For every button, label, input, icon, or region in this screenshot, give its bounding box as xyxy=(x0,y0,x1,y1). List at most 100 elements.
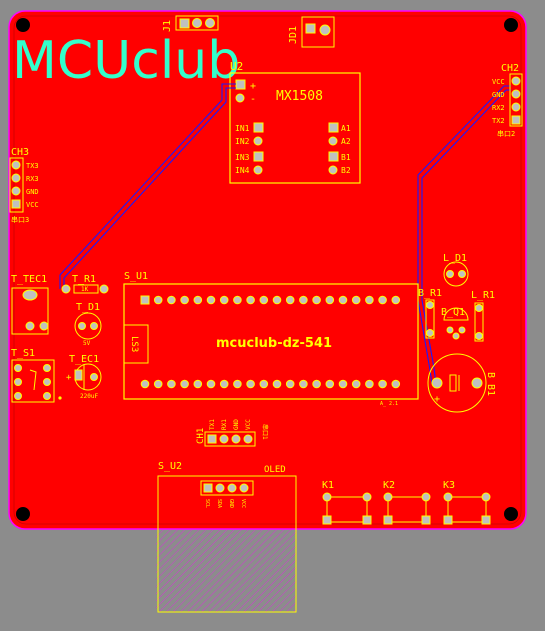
jd1-label: JD1 xyxy=(288,26,299,44)
l-r1-label: L_R1 xyxy=(471,290,495,301)
s-u1-pin xyxy=(312,379,321,389)
ch3-pin-tx3: TX3 xyxy=(26,162,39,170)
s-u1-pin xyxy=(391,379,401,389)
u2-pin-b2: B2 xyxy=(341,166,351,175)
s-u1-pin xyxy=(351,295,361,305)
t-r1-label: T_R1 xyxy=(72,274,96,285)
ch3-pin-rx3: RX3 xyxy=(26,175,39,183)
u2-motor-driver: U2 + - MX1508 IN1 IN2 IN3 IN4 A1 A2 B1 B… xyxy=(229,60,361,184)
t-s1-switch: T_S1 xyxy=(11,348,62,403)
s-u1-pin xyxy=(246,295,255,305)
s-u2-pin-scl: SCL xyxy=(204,499,210,508)
s-u2-module: OLED xyxy=(264,465,286,475)
s-u1-pin xyxy=(259,379,269,389)
ch1-header: CH1 TX1 RX1 GND VCC 串口1 xyxy=(196,419,269,447)
s-u1-pin xyxy=(378,295,387,305)
s-u1-pin xyxy=(167,295,176,305)
t-r1-value: 1K xyxy=(81,286,89,293)
s-u1-pin xyxy=(325,379,335,389)
s-u1-pin xyxy=(259,295,269,305)
mounting-holes xyxy=(16,18,518,521)
s-u1-pin xyxy=(338,379,348,389)
k2-button: K2 xyxy=(383,480,431,525)
s-u1-pin xyxy=(153,379,163,389)
b-b1-plus: + xyxy=(434,394,440,405)
s-u1-pin xyxy=(219,379,229,389)
s-u1-pin xyxy=(299,379,308,389)
s-u1-pin xyxy=(378,379,387,389)
s-u1-pin xyxy=(233,379,242,389)
u2-pin-in2: IN2 xyxy=(235,137,250,146)
t-ec1-value: 220uF xyxy=(80,393,98,400)
b-b1-buzzer: + B_B1 xyxy=(427,353,496,413)
u2-pin-in1: IN1 xyxy=(235,124,250,133)
s-u1-pin xyxy=(167,379,176,389)
s-u1-pin xyxy=(246,379,255,389)
s-u1-pin-row-bottom xyxy=(140,379,401,389)
s-u1-main-chip: S_U1 LS3 mcuclub-dz-541 A_ 2.1 xyxy=(123,271,419,407)
s-u1-pin xyxy=(193,379,203,389)
ch2-header: CH2 VCC GND RX2 TX2 串口2 xyxy=(492,63,523,138)
s-u2-oled: S_U2 OLED SCL SDA GND VCC xyxy=(156,461,297,613)
u2-pin-in4: IN4 xyxy=(235,166,250,175)
s-u1-pin xyxy=(272,295,282,305)
ch1-pin-vcc: VCC xyxy=(245,419,252,430)
s-u1-pin xyxy=(193,295,203,305)
k2-label: K2 xyxy=(383,480,395,491)
s-u1-version: A_ 2.1 xyxy=(380,401,398,407)
t-tec1-label: T_TEC1 xyxy=(11,274,47,285)
u2-pin-in3: IN3 xyxy=(235,153,250,162)
t-ec1-label: T_EC1 xyxy=(69,354,99,365)
s-u1-pin-row-top xyxy=(140,295,401,305)
s-u1-pin xyxy=(140,379,150,389)
ch3-footer: 串口3 xyxy=(11,216,29,224)
ch2-pin-vcc: VCC xyxy=(492,78,505,86)
u2-label: U2 xyxy=(230,60,243,73)
t-r1-resistor: T_R1 1K xyxy=(61,274,109,294)
s-u1-chip-text: mcuclub-dz-541 xyxy=(216,336,332,351)
ch1-pin-tx1: TX1 xyxy=(209,419,216,430)
j1-label: J1 xyxy=(162,20,173,32)
s-u1-pin xyxy=(285,379,295,389)
b-r1-label: B_R1 xyxy=(418,288,442,299)
mounting-hole-tr xyxy=(504,18,518,32)
ch1-footer: 串口1 xyxy=(261,424,269,440)
t-ec1-capacitor: T_EC1 + 220uF xyxy=(66,354,102,400)
b-q1-label: B_Q1 xyxy=(441,307,465,318)
ch3-label: CH3 xyxy=(11,147,29,158)
s-u1-pin xyxy=(180,295,189,305)
s-u1-pin xyxy=(391,295,401,305)
s-u1-pin xyxy=(365,295,374,305)
s-u1-pin xyxy=(180,379,189,389)
ch2-footer: 串口2 xyxy=(497,130,515,138)
ch1-pin-gnd: GND xyxy=(233,419,240,430)
s-u1-pin xyxy=(351,379,361,389)
u2-left-pins: IN1 IN2 IN3 IN4 xyxy=(235,122,264,175)
j1-header: J1 xyxy=(162,15,219,32)
ch2-pin-tx2: TX2 xyxy=(492,117,505,125)
s-u2-pin-sda: SDA xyxy=(216,499,222,508)
u2-chip-name: MX1508 xyxy=(276,89,323,104)
s-u1-pin xyxy=(140,295,150,305)
s-u1-pin xyxy=(153,295,163,305)
mcuclub-logo: MCUclub xyxy=(12,31,240,91)
ch3-pin-gnd: GND xyxy=(26,188,39,196)
l-d1-led: L_D1 xyxy=(443,253,469,287)
s-u2-pin-vcc: VCC xyxy=(240,499,246,508)
k1-label: K1 xyxy=(322,480,334,491)
s-u2-label: S_U2 xyxy=(158,461,182,472)
t-tec1-sensor: T_TEC1 xyxy=(11,274,49,335)
s-u1-pin xyxy=(365,379,374,389)
mounting-hole-tl xyxy=(16,18,30,32)
u2-plus: + xyxy=(250,81,256,92)
ch3-pin-vcc: VCC xyxy=(26,201,39,209)
s-u1-label: S_U1 xyxy=(124,271,148,282)
mounting-hole-br xyxy=(504,507,518,521)
s-u1-pin xyxy=(272,379,282,389)
l-d1-label: L_D1 xyxy=(443,253,467,264)
s-u1-pin xyxy=(219,295,229,305)
u2-pin-b1: B1 xyxy=(341,153,351,162)
s-u1-pin xyxy=(325,295,335,305)
s-u1-pin xyxy=(206,379,216,389)
